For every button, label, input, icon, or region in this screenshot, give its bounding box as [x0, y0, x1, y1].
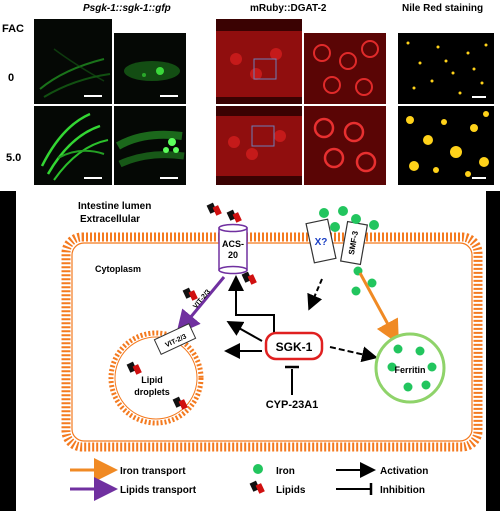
sgk-to-ferritin-arrow — [329, 346, 378, 363]
smf3-label: SMF-3 — [347, 230, 360, 256]
lipid-icon — [206, 202, 222, 216]
pathway-diagram: Intestine lumen Extracellular Cytoplasm … — [0, 191, 500, 511]
left-black-bar — [0, 191, 16, 511]
legend-iron-transport: Iron transport — [120, 466, 186, 477]
lipid-icon — [249, 480, 265, 494]
x-label: X? — [315, 237, 328, 248]
dgat-panel-title: mRuby::DGAT-2 — [250, 3, 327, 14]
ruby-image-fac0 — [216, 19, 302, 104]
nile-image-fac0 — [398, 33, 494, 104]
gfp-image-fac5 — [34, 106, 112, 185]
nile-panel-title: Nile Red staining — [402, 3, 484, 14]
lipid-droplets-label-1: Lipid — [141, 375, 163, 385]
ruby-enlarged-label: enlarged — [318, 21, 356, 31]
lipid-droplets-label-2: droplets — [134, 387, 170, 397]
iron-particles-outside — [319, 206, 379, 296]
gfp-image-fac0 — [34, 19, 112, 104]
gfp-enlarged-fac0 — [114, 33, 186, 104]
nile-image-fac5 — [398, 106, 494, 185]
x-transporter: X? — [305, 218, 337, 264]
legend-lipids: Lipids — [276, 485, 306, 496]
gfp-enlarged-label: enlarged — [127, 21, 165, 31]
sgk-to-acs-arrow — [228, 275, 275, 337]
extracellular-label: Extracellular — [80, 214, 140, 225]
ruby-enlarged-fac0 — [304, 33, 386, 104]
sgk-to-vit-arrow — [226, 321, 263, 342]
legend: Iron transport Lipids transport Iron Lip… — [70, 458, 428, 501]
cyp-label: CYP-23A1 — [266, 399, 319, 411]
ruby-image-fac5 — [216, 106, 302, 185]
smf3-transporter: SMF-3 — [339, 220, 369, 266]
x-to-sgk-arrow — [307, 278, 323, 311]
gfp-enlarged-fac5 — [114, 106, 186, 185]
sgk1-label: SGK-1 — [276, 340, 313, 354]
legend-activation: Activation — [380, 466, 428, 477]
lipid-icon — [182, 287, 198, 301]
acs20-label-2: 20 — [228, 250, 238, 260]
sgk1-box — [264, 331, 324, 361]
lipid-transport-arrow — [176, 276, 226, 335]
cytoplasm-label: Cytoplasm — [95, 264, 141, 274]
intestine-lumen-label: Intestine lumen — [78, 201, 151, 212]
acs20-transporter: ACS- 20 — [218, 223, 248, 275]
ruby-enlarged-fac5 — [304, 106, 386, 185]
iron-transport-arrow — [358, 272, 399, 345]
fac-row-5: 5.0 — [6, 152, 22, 164]
fac-label: FAC — [2, 23, 24, 35]
lipid-icon — [241, 271, 257, 285]
lipid-icon — [226, 209, 242, 223]
legend-lipids-transport: Lipids transport — [120, 485, 197, 496]
vit-box — [153, 323, 197, 355]
legend-iron: Iron — [276, 466, 295, 477]
cell-membrane — [61, 232, 483, 452]
ferritin-label: Ferritin — [394, 365, 425, 375]
legend-inhibition: Inhibition — [380, 485, 425, 496]
acs20-label-1: ACS- — [222, 239, 244, 249]
fac-row-0: 0 — [8, 72, 15, 84]
right-black-bar — [486, 191, 500, 511]
sgk-panel-title: Psgk-1::sgk-1::gfp — [83, 3, 171, 14]
